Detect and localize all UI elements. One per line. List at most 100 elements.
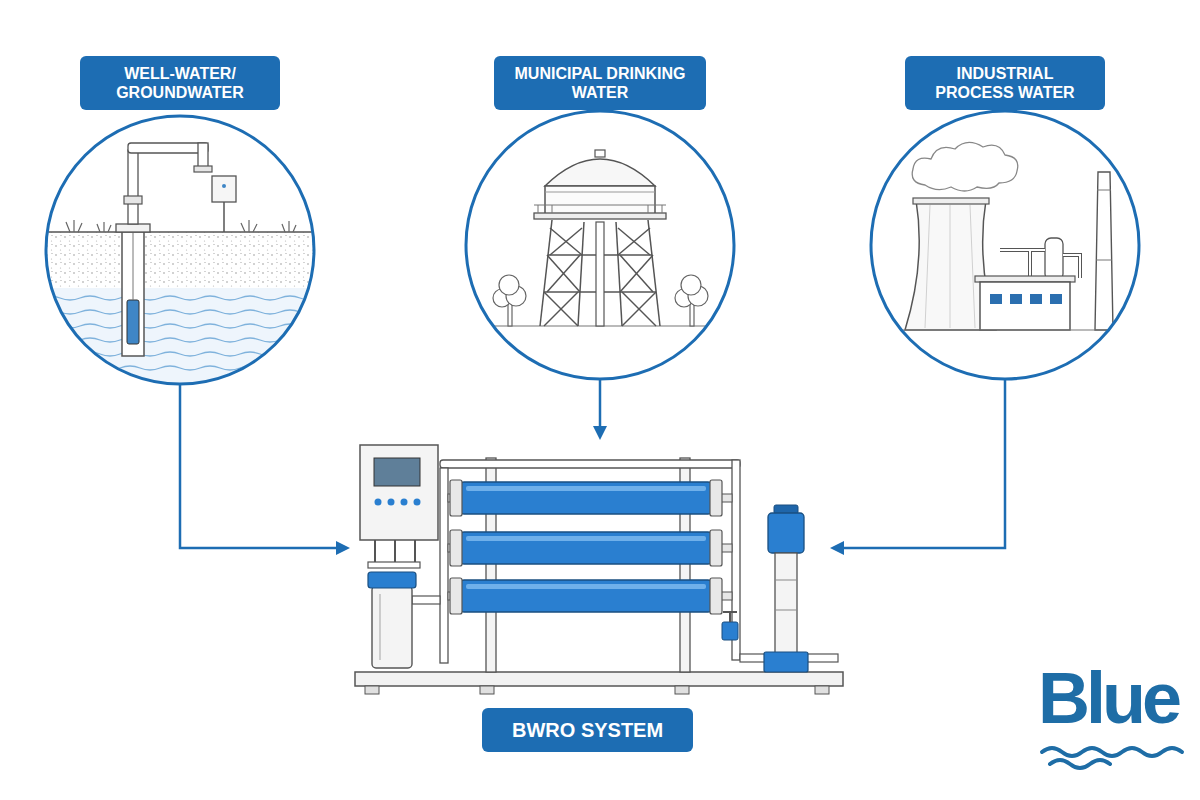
- label-pill: BWRO SYSTEM: [482, 708, 693, 752]
- well-scene-part: [194, 166, 212, 172]
- well-scene-part-part: [40, 352, 320, 356]
- well-scene-part: [45, 231, 315, 233]
- ro-skid-part: [815, 686, 829, 694]
- ro-skid-part: [710, 530, 722, 566]
- node-label: MUNICIPAL DRINKING WATER: [508, 64, 692, 102]
- ro-skid-part: [379, 594, 381, 660]
- ro-skid-part: [440, 460, 740, 468]
- plant-scene-part-part: [925, 205, 930, 328]
- ro-skid-part: [729, 612, 731, 622]
- water-tower-scene-part-part: [620, 255, 653, 292]
- ro-skid-part: [368, 572, 416, 588]
- plant-scene-part: [1050, 294, 1062, 304]
- flow-arrow: [838, 380, 1005, 548]
- water-tower-scene-part-part: [544, 292, 578, 326]
- plant-scene-part: [1095, 172, 1113, 330]
- plant-scene-part: [870, 329, 1140, 330]
- ro-skid-part: [480, 686, 494, 694]
- plant-scene-part: [1097, 190, 1111, 191]
- water-tower-scene-part: [545, 186, 655, 214]
- well-scene-part: [128, 143, 208, 153]
- water-tower-scene-part-part: [540, 220, 552, 326]
- brand-logo: Blue: [1038, 662, 1178, 734]
- water-tower-scene-part: [534, 205, 666, 213]
- ro-skid-part: [768, 513, 804, 553]
- well-scene-part-part: [282, 221, 296, 232]
- plant-scene-part: [1030, 294, 1042, 304]
- ro-skid-part: [440, 468, 448, 663]
- well-scene-part: [127, 300, 139, 344]
- ro-skid-part: [775, 580, 797, 581]
- source-circle: [46, 116, 314, 384]
- plant-scene-part: [975, 276, 1075, 282]
- water-tower-scene-part-part: [622, 292, 656, 326]
- ro-skid-part: [414, 499, 421, 506]
- ro-skid-part: [764, 652, 808, 672]
- ro-skid-part: [360, 445, 438, 540]
- water-tower-scene-part-part: [499, 275, 519, 295]
- well-scene-part: [133, 232, 134, 300]
- logo-wave: [1042, 748, 1182, 768]
- water-tower-scene-part-part: [618, 228, 650, 255]
- plant-scene-part: [1045, 238, 1063, 280]
- label-pill: MUNICIPAL DRINKING WATER: [494, 56, 706, 110]
- flow-arrow: [180, 385, 342, 548]
- ro-skid-part: [723, 611, 737, 613]
- water-tower-scene-part-part: [578, 222, 584, 326]
- water-tower-scene-part-part: [547, 255, 580, 292]
- ro-skid-part: [450, 530, 462, 566]
- ro-skid-part: [450, 578, 462, 614]
- node-label: WELL-WATER/ GROUNDWATER: [94, 64, 266, 102]
- well-scene-part-part: [40, 366, 320, 370]
- ro-skid-part: [466, 536, 706, 541]
- ro-skid-part: [365, 686, 379, 694]
- ro-skid-part-part: [374, 540, 376, 562]
- water-tower-scene-part-part: [550, 228, 582, 255]
- plant-scene-part: [1000, 250, 1080, 278]
- water-tower-scene-part: [596, 222, 604, 326]
- ro-skid-part: [722, 622, 738, 640]
- ro-skid-part-part: [414, 540, 416, 562]
- source-panel: INDUSTRIAL PROCESS WATER: [870, 52, 1140, 380]
- source-circle: [871, 111, 1139, 379]
- water-tower-scene-part-part: [622, 292, 656, 326]
- water-tower-scene-part-part: [544, 292, 578, 326]
- ro-skid-part: [375, 499, 382, 506]
- ro-skid-part: [375, 540, 415, 562]
- water-tower-scene-part-part: [648, 205, 649, 213]
- plant-scene-part-part: [950, 205, 951, 328]
- well-scene-part-part: [66, 220, 82, 232]
- ro-skid-part: [458, 482, 714, 514]
- label-pill: WELL-WATER/ GROUNDWATER: [80, 56, 280, 110]
- system-panel: BWRO SYSTEM: [350, 440, 830, 758]
- well-scene-part: [124, 196, 142, 204]
- water-tower-scene-part: [545, 159, 655, 186]
- water-tower-scene-part: [540, 220, 660, 326]
- source-panel: WELL-WATER/ GROUNDWATER: [45, 52, 315, 385]
- water-tower-scene-part: [595, 150, 605, 157]
- water-tower-scene-part: [493, 275, 708, 326]
- well-scene-part-part: [40, 296, 320, 300]
- water-tower-scene-part-part: [620, 255, 653, 292]
- water-tower-scene-part-part: [616, 222, 622, 326]
- water-tower-scene-part-part: [550, 228, 582, 255]
- ro-skid-part: [458, 532, 714, 564]
- ro-skid-part: [368, 562, 420, 568]
- plant-scene-part: [980, 282, 1070, 330]
- well-scene: [40, 143, 320, 388]
- water-tower-scene-part-part: [552, 205, 553, 213]
- ro-skid-part: [374, 458, 420, 486]
- well-scene-part: [223, 202, 225, 232]
- plant-scene: [870, 142, 1140, 330]
- plant-scene-part: [1010, 294, 1022, 304]
- ro-skid-part: [388, 499, 395, 506]
- ro-skid-part: [710, 480, 722, 516]
- plant-scene-part: [913, 198, 989, 204]
- well-scene-part: [116, 224, 150, 232]
- well-scene-part: [212, 176, 236, 202]
- ro-skid-part: [775, 610, 797, 611]
- ro-skid-part: [466, 584, 706, 589]
- ro-skid: [355, 445, 843, 694]
- ro-skid-part: [401, 499, 408, 506]
